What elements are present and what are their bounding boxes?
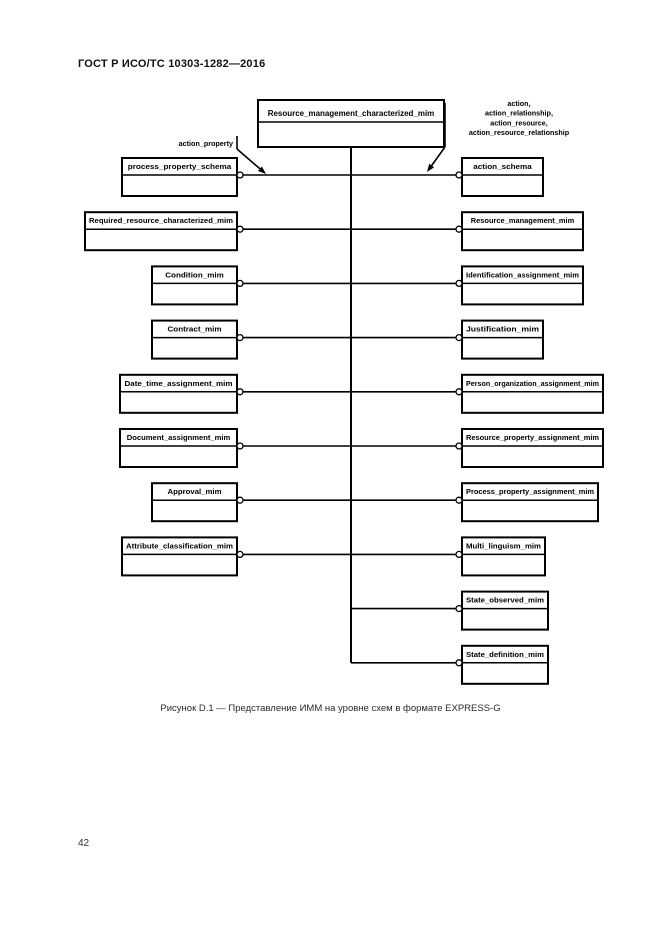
page-number: 42	[78, 838, 90, 849]
left-page-ref-circle	[236, 225, 244, 233]
left-page-ref-circle	[236, 171, 244, 179]
left-schema-box-frame	[151, 482, 238, 523]
left-page-ref-circle	[236, 279, 244, 288]
right-page-ref-circle	[455, 279, 463, 288]
right-page-ref-circle	[455, 604, 463, 613]
left-page-ref-circle	[236, 550, 244, 559]
right-schema-box-label: action_schema	[473, 162, 533, 171]
right-schema-box-label: Person_organization_assignment_mim	[466, 379, 599, 388]
right-page-ref-circle	[455, 442, 463, 450]
right-schema-box-label: Multi_linguism_mim	[466, 541, 541, 550]
right-schema-box-frame	[461, 536, 546, 577]
right-schema-box-label: State_observed_mim	[466, 596, 544, 605]
left-schema-box-frame	[151, 265, 238, 306]
document-header: ГОСТ Р ИСО/ТС 10303-1282—2016	[78, 58, 266, 70]
left-schema-box-label: Document_assignment_mim	[127, 433, 231, 442]
reference-arrowhead	[427, 163, 435, 172]
root-schema-box-label: Resource_management_characterized_mim	[268, 109, 435, 118]
right-schema-box-frame	[461, 428, 604, 468]
right-page-ref-circle	[455, 225, 463, 233]
left-page-ref-circle	[236, 496, 244, 504]
right-annotation-line: action_resource,	[490, 118, 548, 127]
left-schema-box-label: Contract_mim	[168, 325, 222, 334]
right-annotation-line: action_resource_relationship	[469, 128, 570, 137]
reference-arrowhead	[257, 166, 266, 174]
right-page-ref-circle	[455, 659, 463, 667]
right-page-ref-circle	[455, 333, 463, 342]
left-schema-box-frame	[121, 157, 238, 197]
left-page-ref-circle	[236, 388, 244, 396]
left-schema-box-frame	[121, 536, 238, 577]
left-schema-box-label: process_property_schema	[128, 162, 233, 171]
left-schema-box-label: Date_time_assignment_mim	[125, 379, 233, 388]
left-schema-box-label: Required_resource_characterized_mim	[89, 216, 233, 225]
left-page-ref-circle	[236, 442, 244, 450]
right-schema-box-label: Justification_mim	[466, 325, 539, 334]
right-schema-box-label: State_definition_mim	[466, 650, 544, 659]
right-annotation-line: action,	[507, 99, 530, 108]
right-schema-box-frame	[461, 211, 584, 252]
right-schema-box-label: Resource_property_assignment_mim	[466, 433, 599, 442]
right-page-ref-circle	[455, 496, 463, 504]
figure-caption: Рисунок D.1 — Представление ИММ на уровн…	[160, 703, 501, 714]
left-annotation-label: action_property	[179, 139, 233, 148]
right-page-ref-circle	[455, 388, 463, 396]
left-schema-box-label: Attribute_classification_mim	[126, 541, 233, 550]
reference-arrow-line	[236, 148, 261, 170]
right-schema-box-frame	[461, 644, 549, 685]
left-page-ref-circle	[236, 333, 244, 342]
right-schema-box-frame	[461, 373, 604, 414]
right-page-ref-circle	[455, 550, 463, 559]
expressg-diagram: process_property_schemaRequired_resource…	[84, 99, 604, 685]
left-schema-box-label: Approval_mim	[168, 487, 222, 496]
right-annotation-line: action_relationship,	[485, 109, 553, 118]
right-page-ref-circle	[455, 171, 463, 179]
right-schema-box-label: Identification_assignment_mim	[466, 270, 579, 279]
right-schema-box-label: Resource_management_mim	[471, 216, 575, 225]
right-schema-box-frame	[461, 319, 544, 360]
reference-arrow-line	[431, 146, 446, 166]
right-schema-box-label: Process_property_assignment_mim	[466, 487, 594, 496]
left-schema-box-label: Condition_mim	[165, 270, 224, 279]
root-schema-box-frame	[257, 99, 445, 148]
